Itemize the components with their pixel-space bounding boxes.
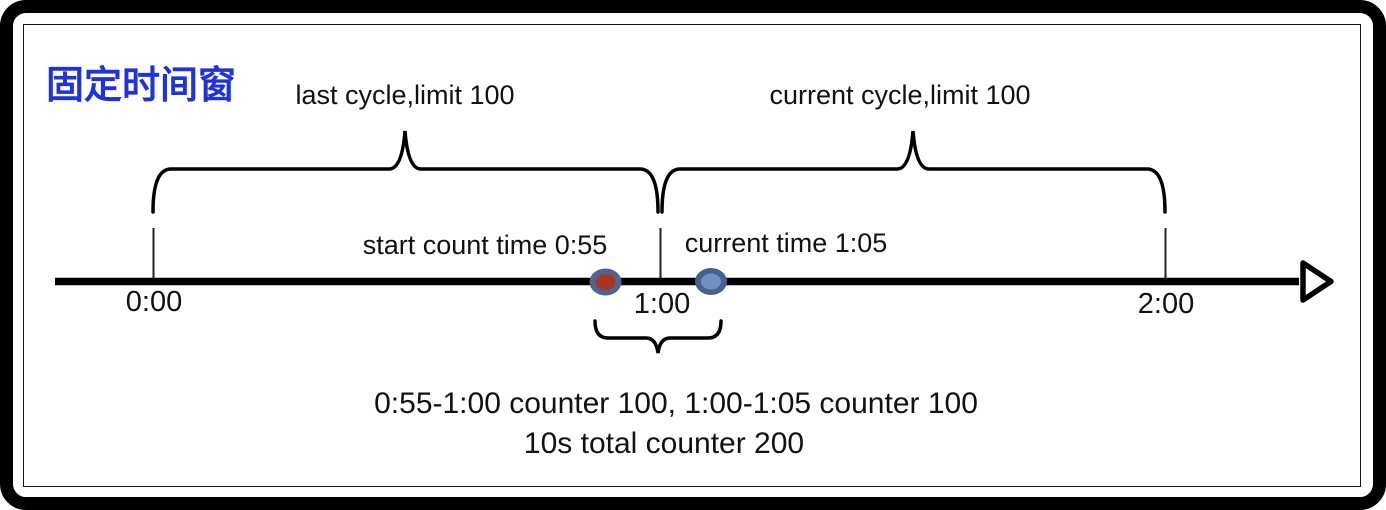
last-cycle-brace xyxy=(151,130,660,214)
current-time-label: current time 1:05 xyxy=(684,228,888,258)
last-cycle-label: last cycle,limit 100 xyxy=(295,80,515,110)
current-cycle-brace xyxy=(660,130,1167,214)
page-title: 固定时间窗 xyxy=(46,65,237,107)
current-time-marker xyxy=(701,273,721,290)
counting-window-brace xyxy=(593,319,723,354)
tick-label-2-00: 2:00 xyxy=(1137,288,1195,320)
current-cycle-label: current cycle,limit 100 xyxy=(769,80,1031,110)
tick-label-0-00: 0:00 xyxy=(125,286,183,318)
start-count-marker xyxy=(595,274,616,290)
counter-note-line2: 10s total counter 200 xyxy=(523,427,805,460)
arrow-right-icon xyxy=(1300,260,1334,303)
counter-note-line1: 0:55-1:00 counter 100, 1:00-1:05 counter… xyxy=(374,387,978,420)
start-count-time-label: start count time 0:55 xyxy=(362,230,608,260)
tick-label-1-00: 1:00 xyxy=(633,288,691,320)
